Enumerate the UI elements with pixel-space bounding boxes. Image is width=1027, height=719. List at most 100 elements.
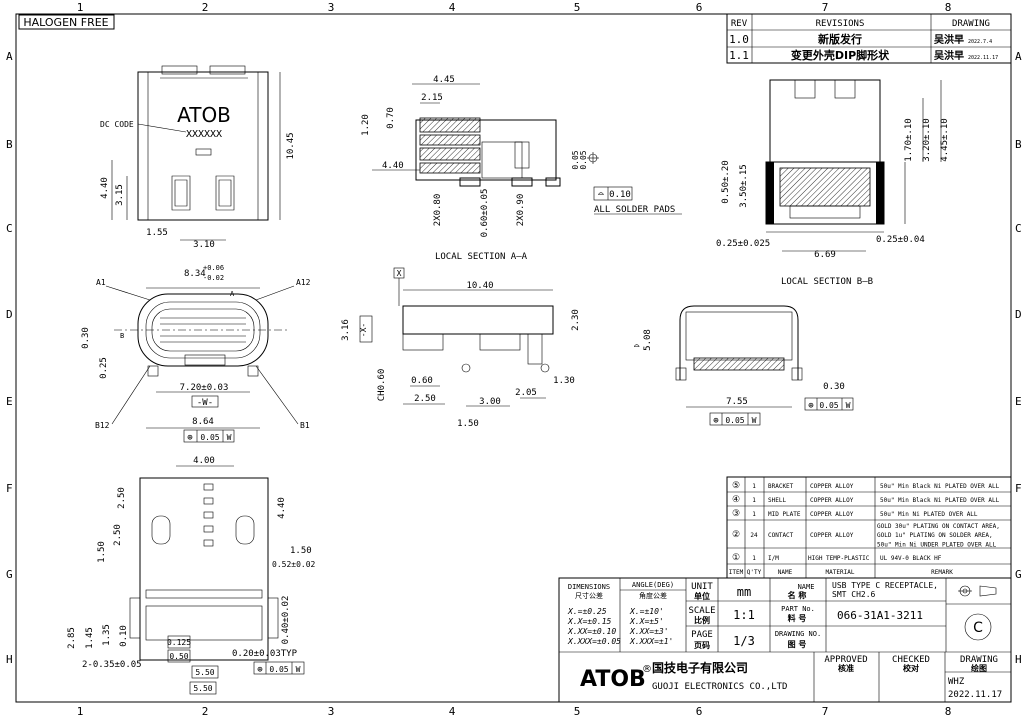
zone-labels-left: A B C D E F G H [6, 50, 13, 666]
gdt-tolerance: 0.05 [200, 433, 219, 442]
revisions-header: REVISIONS [816, 19, 865, 29]
zone-col-label: 2 [202, 1, 209, 14]
bom-item: ④ [732, 495, 740, 505]
zone-col-label: 4 [449, 705, 456, 718]
zone-col-label: 7 [822, 705, 829, 718]
drawing-no-cn: 图 号 [788, 640, 807, 649]
bom-material: COPPER ALLOY [810, 532, 854, 539]
solder-pad-note: ALL SOLDER PADS [594, 205, 675, 215]
dim-label: 0.52±0.02 [272, 560, 316, 569]
dim-label: 0.05 [571, 150, 580, 169]
dim-label: 6.69 [814, 250, 836, 260]
company-brand: ATOB [580, 667, 646, 692]
position-symbol: ⊕ [187, 433, 192, 443]
zone-col-label: 3 [328, 1, 335, 14]
gdt-tolerance: 0.05 [269, 665, 288, 674]
dim-label: 3.50±.15 [739, 164, 749, 207]
zone-col-label: 6 [696, 705, 703, 718]
dim-label: 5.08 [643, 329, 653, 351]
dim-label: 1.50 [97, 541, 107, 563]
bom-qty: 24 [750, 532, 758, 539]
bom-item: ③ [732, 509, 740, 519]
gdt-frame [253, 661, 305, 675]
bom-remark: 50u" Min Black Ni PLATED OVER ALL [880, 483, 1000, 490]
bom-qty: 1 [752, 483, 756, 490]
rev-date: 2022.7.4 [968, 39, 992, 45]
angle-label: ANGLE(DEG) [632, 581, 674, 589]
drawing-date: 2022.11.17 [948, 690, 1002, 700]
zone-row-label: C [6, 222, 13, 235]
dim-label: 2.50 [113, 524, 123, 546]
page-cn: 页码 [694, 641, 710, 650]
name-cn: 名 称 [788, 590, 807, 600]
dim-label: 0.25 [99, 357, 109, 379]
datum-label: X [397, 269, 402, 278]
dim-label: 5.50 [193, 684, 212, 693]
drawn-cn: 绘图 [971, 663, 987, 673]
dim-label: 0.60 [411, 376, 433, 386]
dim-label: 2.50 [117, 487, 127, 509]
top-view-code: XXXXXX [186, 129, 222, 140]
datum-label: -W- [197, 398, 213, 408]
pin-label: A1 [96, 278, 106, 287]
side-view: 10.40 X 3.16 -X- 2.30 0.60 2.50 CH0.60 3… [341, 267, 581, 429]
section-marker: A [230, 290, 235, 298]
gdt-frame [709, 412, 761, 426]
gdt-tolerance: 0.05 [819, 401, 838, 410]
gdt-frame [183, 429, 235, 443]
zone-row-label: D [1015, 308, 1022, 321]
zone-labels-top: 1 2 3 4 5 6 7 8 [77, 1, 952, 14]
bom-name: SHELL [768, 497, 786, 504]
dimensions-label: DIMENSIONS [568, 583, 610, 591]
bom-header-item: ITEM [729, 569, 744, 576]
angle-tolerance-value: X.XXX=±1' [629, 637, 673, 646]
page-value: 1/3 [733, 634, 755, 648]
svg-text:C: C [973, 620, 983, 636]
zone-col-label: 6 [696, 1, 703, 14]
dim-label: 8.64 [192, 417, 214, 427]
zone-col-label: 5 [574, 705, 581, 718]
dim-label: 1.20 [361, 114, 371, 136]
zone-row-label: E [1015, 395, 1022, 408]
zone-col-label: 8 [945, 705, 952, 718]
bom-item: ② [732, 530, 740, 540]
pin-label: A12 [296, 278, 311, 287]
rev-number: 1.1 [729, 49, 749, 62]
zone-row-label: A [1015, 50, 1022, 63]
projection-symbol-icon [958, 585, 997, 597]
datum-label: -X- [359, 323, 368, 337]
gdt-tolerance: 0.05 [725, 416, 744, 425]
dim-label: 4.45±.10 [940, 118, 950, 161]
approved-cn: 核准 [838, 663, 854, 673]
section-aa-label: LOCAL SECTION A—A [435, 252, 528, 262]
bom-qty: 1 [752, 511, 756, 518]
dim-label: 7.20±0.03 [180, 383, 229, 393]
position-symbol: ⊕ [808, 401, 813, 411]
top-view-brand: ATOB [177, 103, 231, 127]
sheet-frame [15, 13, 1012, 703]
halogen-free-label: HALOGEN FREE [23, 16, 108, 29]
bom-item: ① [732, 553, 740, 563]
dim-label: 2.30 [571, 309, 581, 331]
dim-label: 2X0.80 [433, 194, 443, 227]
part-cn: 料 号 [788, 613, 807, 623]
drawn-label: DRAWING [960, 655, 998, 665]
zone-row-label: G [6, 568, 13, 581]
zone-row-label: F [1015, 482, 1022, 495]
drawer-initials: WHZ [948, 677, 965, 687]
bom-remark: GOLD 30u" PLATING ON CONTACT AREA,GOLD 1… [877, 523, 1000, 548]
flatness-symbol: ⌓ [598, 190, 604, 200]
dim-label: 2.05 [515, 388, 537, 398]
front-view: 8.34 +0.06 -0.02 A1 A12 A B 0.30 0.25 7.… [81, 264, 311, 443]
bom-name: MID PLATE [768, 511, 801, 518]
gdt-datum: W [846, 401, 851, 410]
angle-tolerance-value: X.X=±5' [629, 617, 664, 626]
rev-author: 吴洪早 [934, 33, 964, 46]
dim-label: 0.10 [119, 625, 129, 647]
product-name: USB TYPE C RECEPTACLE,SMT CH2.6 [832, 581, 938, 599]
dim-label: 1.50 [457, 419, 479, 429]
drawing-no-label: DRAWING NO. [775, 630, 821, 638]
company-name-cn: 国技电子有限公司 [652, 660, 748, 675]
dim-label: 2-0.35±0.05 [82, 660, 142, 670]
